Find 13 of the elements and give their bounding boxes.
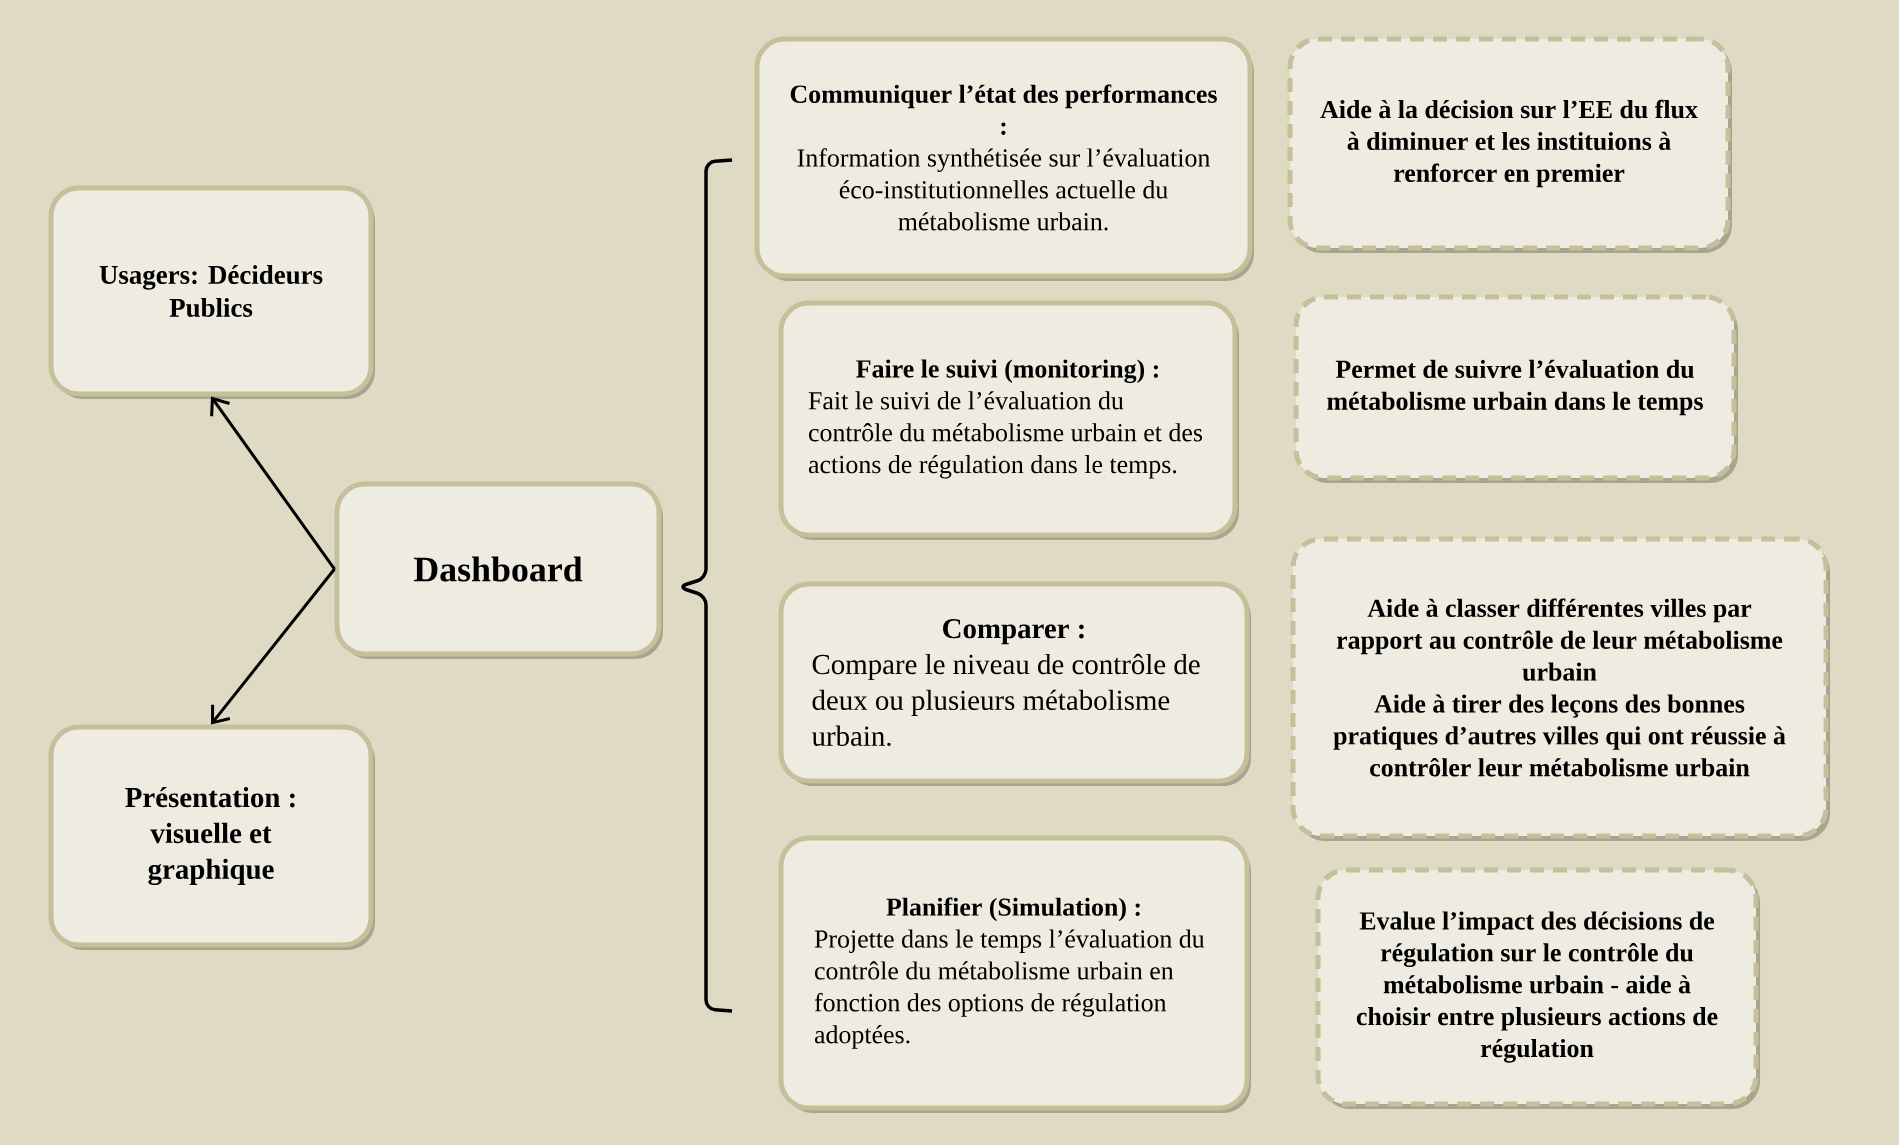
rounded-box: Comparer : Compare le niveau de contrôle de deux ou plusieurs métabolisme urbain. <box>778 581 1251 786</box>
arrow <box>210 396 336 570</box>
rounded-box: Usagers: Décideurs Publics <box>48 185 375 399</box>
rounded-box: Permet de suivre l’évaluation du métabolisme urbain dans le temps <box>1293 294 1738 483</box>
rounded-box: Evalue l’impact des décisions de régulation sur le contrôle du métabolisme urbain - aide à choisir entre plusieurs actions de régulation <box>1315 867 1760 1109</box>
rounded-box: Communiquer l’état des performances : Information synthétisée sur l’évaluation éco-institutionnelles actuelle du métabolisme urbain. <box>754 36 1254 281</box>
rounded-box: Aide à classer différentes villes par rapport au contrôle de leur métabolisme urbain Aide à tirer des leçons des bonnes pratiques d’autres villes qui ont réussie à contrôler leur métabolisme urbain <box>1290 536 1830 841</box>
rounded-box: Planifier (Simulation) : Projette dans le temps l’évaluation du contrôle du métabolisme urbain en fonction des options de régulation adoptées. <box>778 835 1251 1113</box>
rounded-box: Aide à la décision sur l’EE du flux à diminuer et les instituions à renforcer en premier <box>1287 36 1732 253</box>
rounded-box: Dashboard <box>334 481 663 659</box>
arrow <box>211 568 336 725</box>
rounded-box: Présentation : visuelle et graphique <box>48 724 375 950</box>
rounded-box: Faire le suivi (monitoring) : Fait le suivi de l’évaluation du contrôle du métabolisme urbain et des actions de régulation dans le temps. <box>778 300 1239 540</box>
